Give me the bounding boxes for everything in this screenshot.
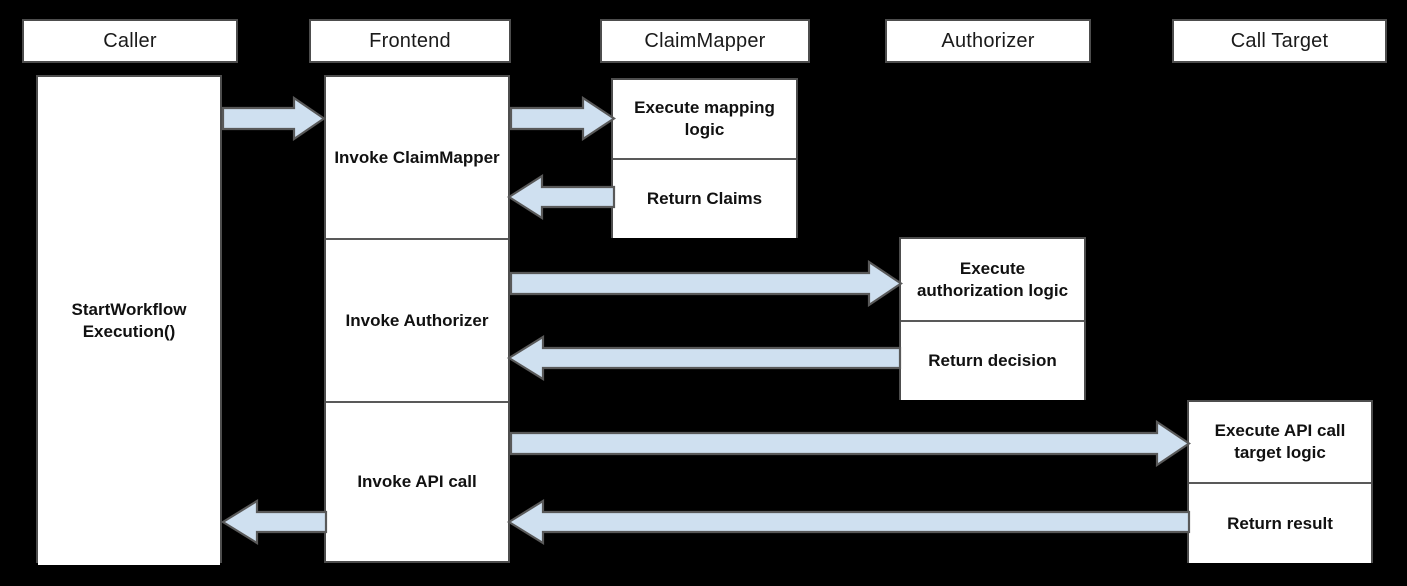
activation-caller: StartWorkflow Execution() [36,75,222,565]
lifeline-header-claimmapper: ClaimMapper [600,19,810,63]
lifeline-header-claimmapper-label: ClaimMapper [644,29,766,52]
message-arrow-frontend-to-authorizer [510,260,903,307]
lifeline-header-frontend-label: Frontend [369,29,451,52]
message-arrow-calltarget-to-frontend [506,498,1191,546]
activation-claimmapper: Execute mapping logic Return Claims [611,78,798,238]
activation-segment-invoke-claimmapper: Invoke ClaimMapper [326,77,508,238]
lifeline-header-authorizer: Authorizer [885,19,1091,63]
message-arrow-frontend-to-claimmapper [510,96,616,141]
lifeline-header-caller: Caller [22,19,238,63]
message-arrow-frontend-to-calltarget [510,420,1191,467]
activation-frontend: Invoke ClaimMapper Invoke Authorizer Inv… [324,75,510,563]
message-arrow-authorizer-to-frontend [506,334,902,382]
activation-calltarget: Execute API call target logic Return res… [1187,400,1373,563]
activation-segment-return-decision: Return decision [901,320,1084,400]
activation-segment-return-claims: Return Claims [613,158,796,238]
lifeline-header-caller-label: Caller [103,29,157,52]
activation-segment-execute-mapping-logic: Execute mapping logic [613,80,796,158]
activation-segment-caller-start: StartWorkflow Execution() [38,77,220,565]
activation-segment-execute-authorization-logic: Execute authorization logic [901,239,1084,320]
activation-authorizer: Execute authorization logic Return decis… [899,237,1086,400]
activation-segment-execute-api-call-target-logic: Execute API call target logic [1189,402,1371,482]
lifeline-header-calltarget-label: Call Target [1230,29,1329,52]
activation-segment-invoke-api-call: Invoke API call [326,401,508,561]
activation-segment-invoke-authorizer: Invoke Authorizer [326,238,508,401]
message-arrow-frontend-to-caller [220,498,328,546]
lifeline-header-authorizer-label: Authorizer [941,29,1035,52]
message-arrow-caller-to-frontend [222,96,326,141]
lifeline-header-frontend: Frontend [309,19,511,63]
message-arrow-claimmapper-to-frontend [506,173,616,221]
activation-segment-return-result: Return result [1189,482,1371,563]
lifeline-header-calltarget: Call Target [1172,19,1387,63]
